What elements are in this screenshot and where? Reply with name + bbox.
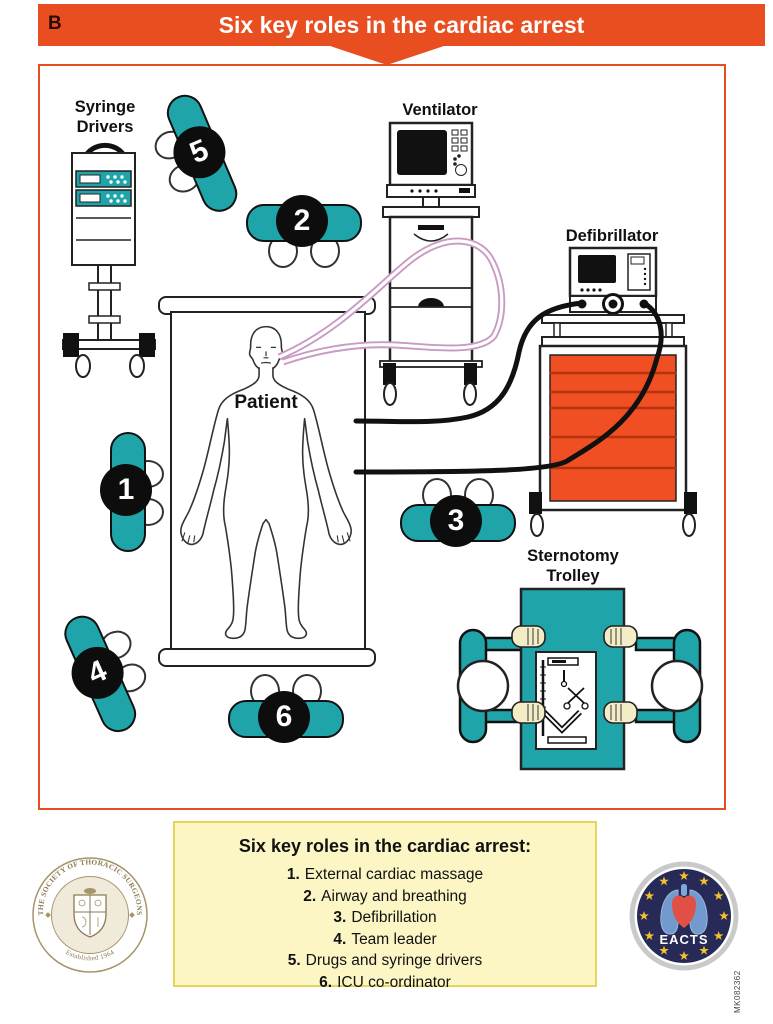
role-number: 2 [276,195,328,247]
patient-fingers [181,532,351,544]
table-foot-bar [158,648,376,667]
ventilator-buttons [451,129,468,176]
header-bar: B Six key roles in the cardiac arrest [38,4,765,46]
caster-wheel [463,382,477,406]
syringe-drivers-illustration [62,142,156,378]
scrub-staff-head [650,659,704,713]
legend-item-text: External cardiac massage [304,866,484,883]
syringe-drivers-label-line1: Syringe [74,98,136,116]
defibrillator-screen [578,255,616,283]
crash-cart-drawers [549,354,677,502]
caster-wheel [682,513,696,537]
role-number: 6 [258,691,310,743]
sternotomy-trolley-illustration [456,587,704,771]
legend-item-text: Airway and breathing [321,887,467,905]
legend-box: Six key roles in the cardiac arrest: 1.E… [173,821,597,991]
legend-item: 3.Defibrillation [175,907,595,929]
defibrillator-label: Defibrillator [565,227,659,245]
legend-item-number: 2. [303,887,317,905]
sts-shield [45,888,135,938]
instrument-tray [535,651,597,750]
syringe-pump-unit [75,189,132,207]
figure-title: Six key roles in the cardiac arrest [218,12,585,38]
patient-face [256,346,276,364]
legend-item-number: 4. [333,930,347,948]
legend-item-text: Team leader [351,930,437,948]
sts-logo: THE SOCIETY OF THORACIC SURGEONS Establi… [32,857,148,973]
legend-item-number: 1. [286,866,300,883]
legend-title: Six key roles in the cardiac arrest: [238,836,532,856]
ventilator-label: Ventilator [402,101,478,119]
gloved-hands [511,625,638,724]
eacts-label: EACTS [659,932,708,947]
role-number: 1 [100,464,152,516]
cable-socket [577,299,587,309]
syringe-pump-unit [75,170,132,188]
legend-item-text: Drugs and syringe drivers [305,952,483,969]
sternotomy-trolley-label: Sternotomy Trolley [503,546,643,586]
role-marker-2: 2 [244,192,362,270]
caster-wheel [75,354,91,378]
defibrillator-illustration [529,246,697,537]
cable-socket [639,299,649,309]
ventilator-illustration [379,121,483,406]
legend-item: 5.Drugs and syringe drivers [175,950,595,972]
sternotomy-label-line1: Sternotomy [527,547,619,565]
legend-item-text: ICU co-ordinator [337,973,451,991]
syringe-drivers-label: Syringe Drivers [45,97,165,137]
legend-item-number: 5. [287,952,301,969]
role-marker-6: 6 [226,668,344,746]
caster-wheel [129,354,145,378]
caster-wheel [530,513,544,537]
eacts-lungs-heart [660,884,708,935]
legend-item-number: 6. [319,973,333,991]
sternotomy-label-line2: Trolley [546,567,600,585]
legend-item: 6.ICU co-ordinator [175,972,595,994]
scrub-staff-head [456,659,510,713]
legend-item: 4.Team leader [175,929,595,951]
legend-item-number: 3. [333,909,347,926]
ventilator-screen [397,130,447,175]
header-chevron [330,46,444,65]
panel-label: B [48,13,62,34]
role-marker-1: 1 [96,432,166,552]
figure-code: MK082362 [733,970,742,1013]
role-number: 3 [430,495,482,547]
eacts-logo: EACTS [629,861,739,971]
legend-item: 2.Airway and breathing [175,886,595,908]
patient-label: Patient [234,392,298,413]
legend-item-text: Defibrillation [351,909,437,926]
caster-wheel [383,382,397,406]
syringe-drivers-label-line2: Drivers [76,118,134,136]
surgical-instruments [540,657,589,744]
legend-item: 1.External cardiac massage [175,864,595,886]
patient-body-outline [179,325,353,640]
role-marker-3: 3 [398,472,516,550]
legend-items: 1.External cardiac massage 2.Airway and … [175,864,595,993]
